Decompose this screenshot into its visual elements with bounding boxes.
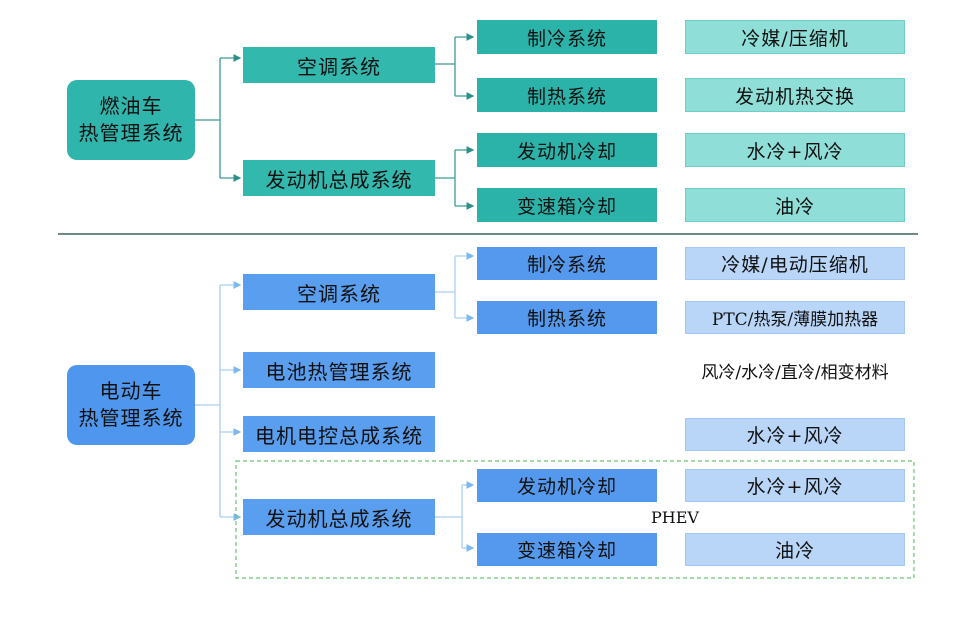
fuel-cooling-leaf: 冷媒/压缩机 bbox=[685, 20, 905, 54]
phev-group-frame bbox=[235, 460, 915, 579]
fuel-gearbox-cooling-leaf: 油冷 bbox=[685, 188, 905, 222]
fuel-main-line2: 热管理系统 bbox=[78, 121, 184, 145]
phev-label: PHEV bbox=[651, 508, 699, 527]
ev-main-line2: 热管理系统 bbox=[78, 406, 184, 430]
fuel-heating-leaf: 发动机热交换 bbox=[685, 78, 905, 112]
fuel-main-line1: 燃油车 bbox=[99, 94, 163, 118]
fuel-heating-system: 制热系统 bbox=[477, 78, 657, 112]
fuel-engine-cooling-leaf: 水冷+风冷 bbox=[685, 133, 905, 167]
fuel-vehicle-thermal-system: 燃油车 热管理系统 bbox=[67, 80, 195, 160]
fuel-engine-assembly-system: 发动机总成系统 bbox=[243, 160, 435, 196]
ev-heating-system: 制热系统 bbox=[477, 301, 657, 334]
ev-battery-thermal-system: 电池热管理系统 bbox=[243, 352, 435, 388]
ev-thermal-system: 电动车 热管理系统 bbox=[67, 365, 195, 445]
fuel-engine-cooling: 发动机冷却 bbox=[477, 133, 657, 167]
ev-gearbox-cooling-leaf: 油冷 bbox=[685, 533, 905, 566]
ev-motor-leaf: 水冷+风冷 bbox=[685, 418, 905, 451]
fuel-ac-system: 空调系统 bbox=[243, 47, 435, 83]
ev-engine-cooling: 发动机冷却 bbox=[477, 469, 657, 502]
fuel-cooling-system: 制冷系统 bbox=[477, 20, 657, 54]
fuel-gearbox-cooling: 变速箱冷却 bbox=[477, 188, 657, 222]
ev-cooling-system: 制冷系统 bbox=[477, 247, 657, 280]
ev-cooling-leaf: 冷媒/电动压缩机 bbox=[685, 247, 905, 280]
ev-engine-assembly-system: 发动机总成系统 bbox=[243, 499, 435, 535]
ev-gearbox-cooling: 变速箱冷却 bbox=[477, 533, 657, 566]
ev-ac-system: 空调系统 bbox=[243, 274, 435, 310]
ev-motor-control-assembly-system: 电机电控总成系统 bbox=[243, 416, 435, 452]
ev-heating-leaf: PTC/热泵/薄膜加热器 bbox=[685, 301, 905, 334]
ev-main-line1: 电动车 bbox=[99, 379, 163, 403]
ev-engine-cooling-leaf: 水冷+风冷 bbox=[685, 469, 905, 502]
ev-battery-leaf: 风冷/水冷/直冷/相变材料 bbox=[685, 354, 905, 387]
